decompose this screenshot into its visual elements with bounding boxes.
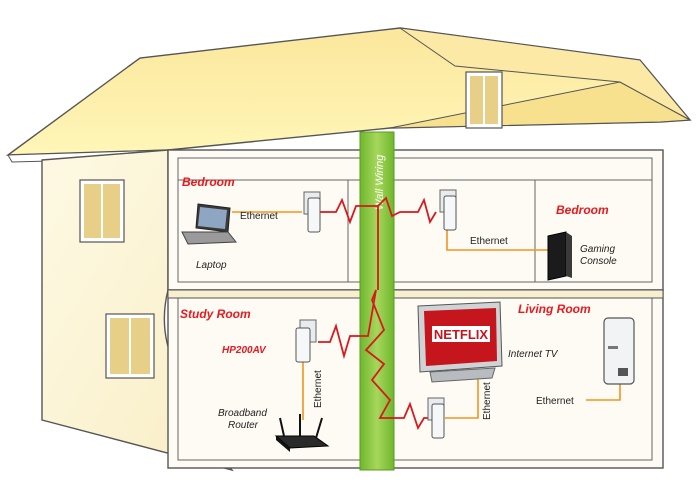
power-adapter-icon — [303, 191, 321, 233]
ethernet-living-label: Ethernet — [536, 396, 574, 407]
ethernet-laptop-label: Ethernet — [240, 211, 278, 222]
lower-left-window — [105, 313, 155, 379]
router-label-line2: Router — [228, 420, 259, 431]
laptop-label: Laptop — [196, 260, 227, 271]
gaming-console-icon — [547, 231, 572, 281]
ethernet-console-label: Ethernet — [470, 236, 508, 247]
interior-cutaway — [167, 149, 664, 469]
wall-wiring-label: Wall Wiring — [374, 154, 386, 210]
wall-wiring-strip: Wall Wiring — [359, 131, 395, 471]
powerline-wiring — [318, 196, 437, 431]
room-label-bedroom-left: Bedroom — [182, 175, 235, 189]
internet-tv-label: Internet TV — [508, 349, 559, 360]
power-adapter-icon — [439, 189, 457, 231]
gaming-console-label-line1: Gaming — [580, 244, 615, 255]
power-adapter-icon — [295, 319, 317, 363]
tv-icon: NETFLIX — [417, 301, 503, 383]
room-label-bedroom-right: Bedroom — [556, 203, 609, 217]
router-label-line1: Broadband — [218, 408, 267, 419]
tv-logo: NETFLIX — [434, 327, 488, 342]
ethernet-lines — [232, 211, 621, 420]
power-adapter-icon — [427, 397, 445, 439]
room-label-living-room: Living Room — [518, 302, 591, 316]
gaming-console-label-line2: Console — [580, 256, 617, 267]
ethernet-router-label: Ethernet — [313, 370, 324, 408]
laptop-icon — [181, 203, 238, 245]
upper-left-window — [79, 179, 125, 243]
ethernet-tv-label: Ethernet — [482, 382, 493, 420]
attic-window — [465, 71, 503, 129]
adapter-model-label: HP200AV — [222, 345, 267, 356]
room-label-study-room: Study Room — [180, 307, 251, 321]
standalone-adapter-icon — [603, 317, 635, 385]
roof — [5, 27, 692, 163]
router-icon — [274, 414, 330, 452]
